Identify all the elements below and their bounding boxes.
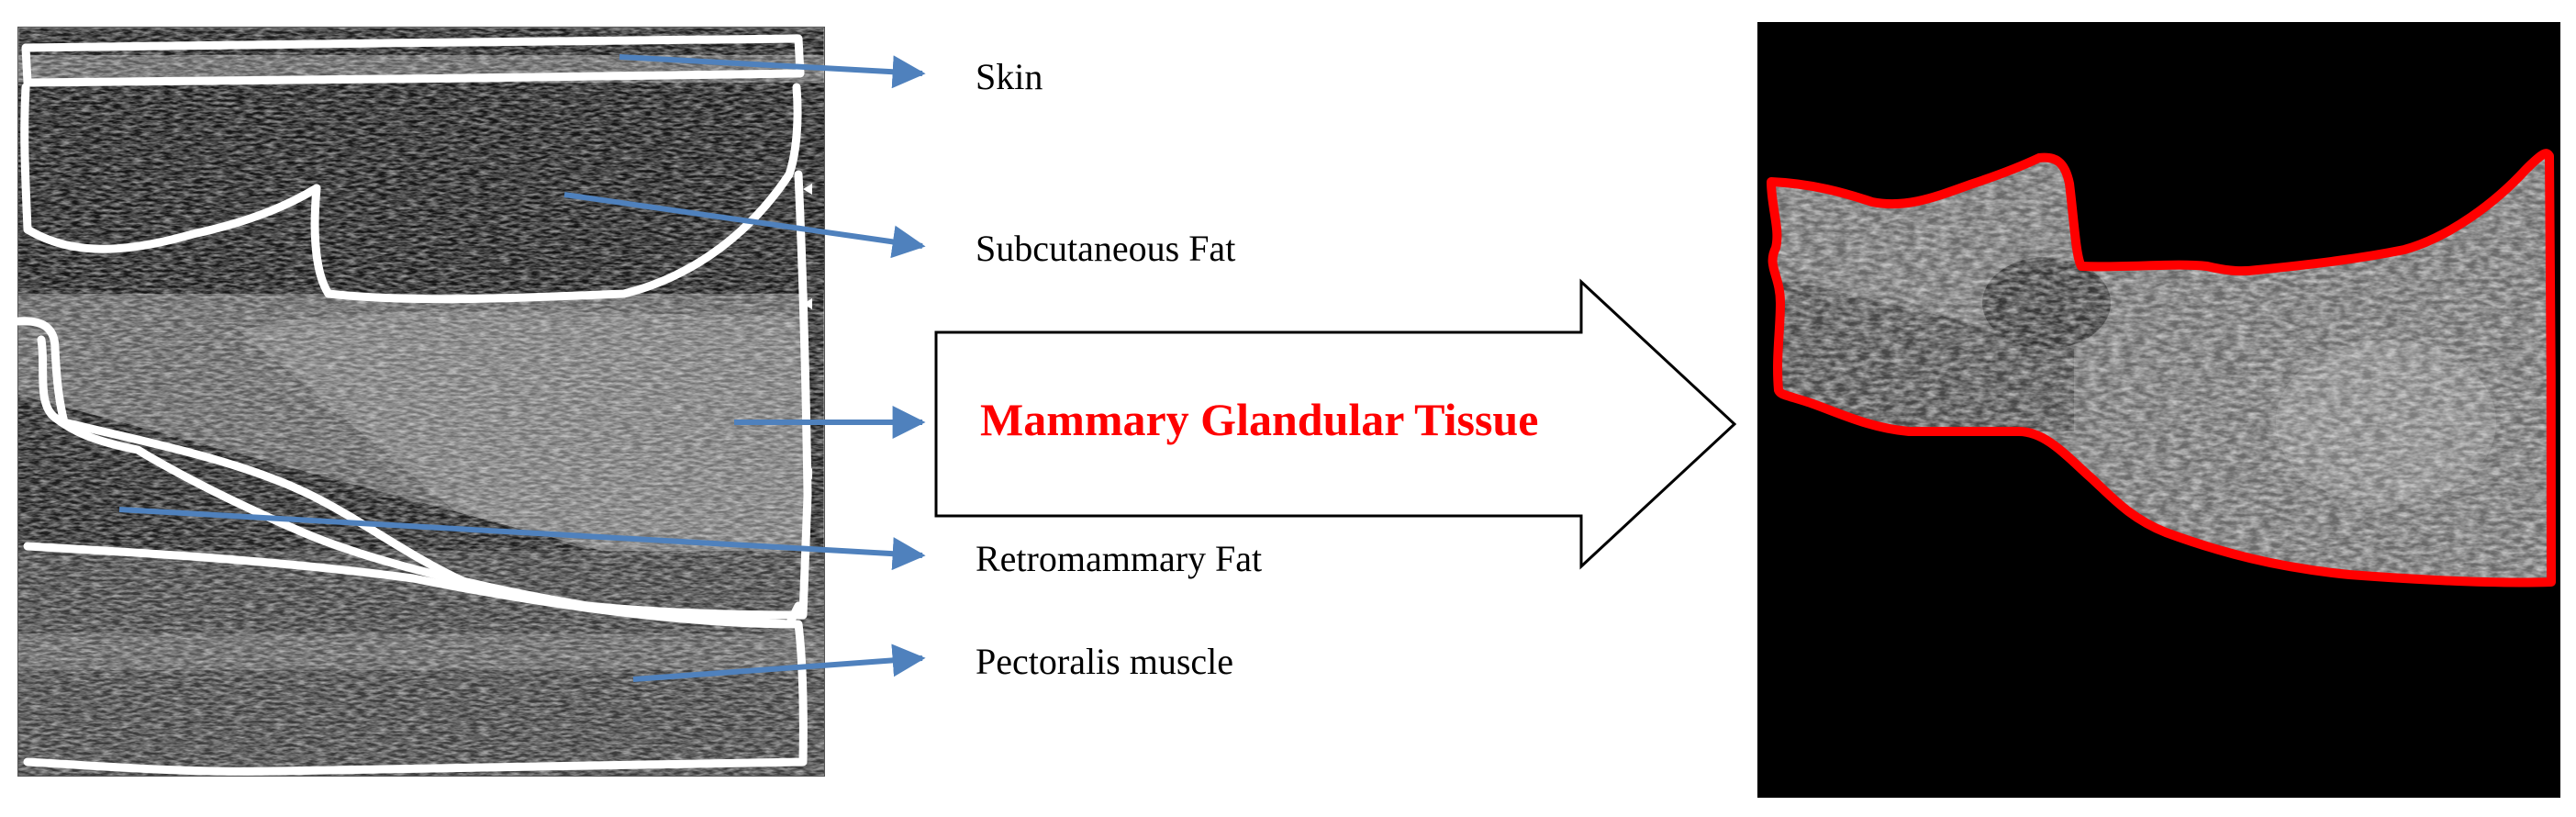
ultrasound-image-annotated xyxy=(14,27,825,777)
block-arrow-right-icon xyxy=(934,278,1737,570)
segmentation-outline xyxy=(1767,149,2556,588)
label-retromammary-fat: Retromammary Fat xyxy=(976,538,1262,579)
segmented-tissue-image xyxy=(1757,22,2560,798)
arrow-right-icon xyxy=(632,644,926,682)
pectoralis-muscle-outline xyxy=(23,542,808,776)
skin-outline xyxy=(21,34,805,87)
label-mammary-glandular-tissue: Mammary Glandular Tissue xyxy=(980,394,1538,445)
arrow-right-icon xyxy=(619,54,926,89)
arrow-right-icon xyxy=(118,507,926,571)
depth-markers xyxy=(803,184,812,479)
label-pectoralis-muscle: Pectoralis muscle xyxy=(976,641,1233,682)
label-subcutaneous-fat: Subcutaneous Fat xyxy=(976,228,1235,269)
label-skin: Skin xyxy=(976,56,1043,97)
arrow-right-icon xyxy=(563,192,926,259)
subcutaneous-fat-outline xyxy=(20,83,802,304)
